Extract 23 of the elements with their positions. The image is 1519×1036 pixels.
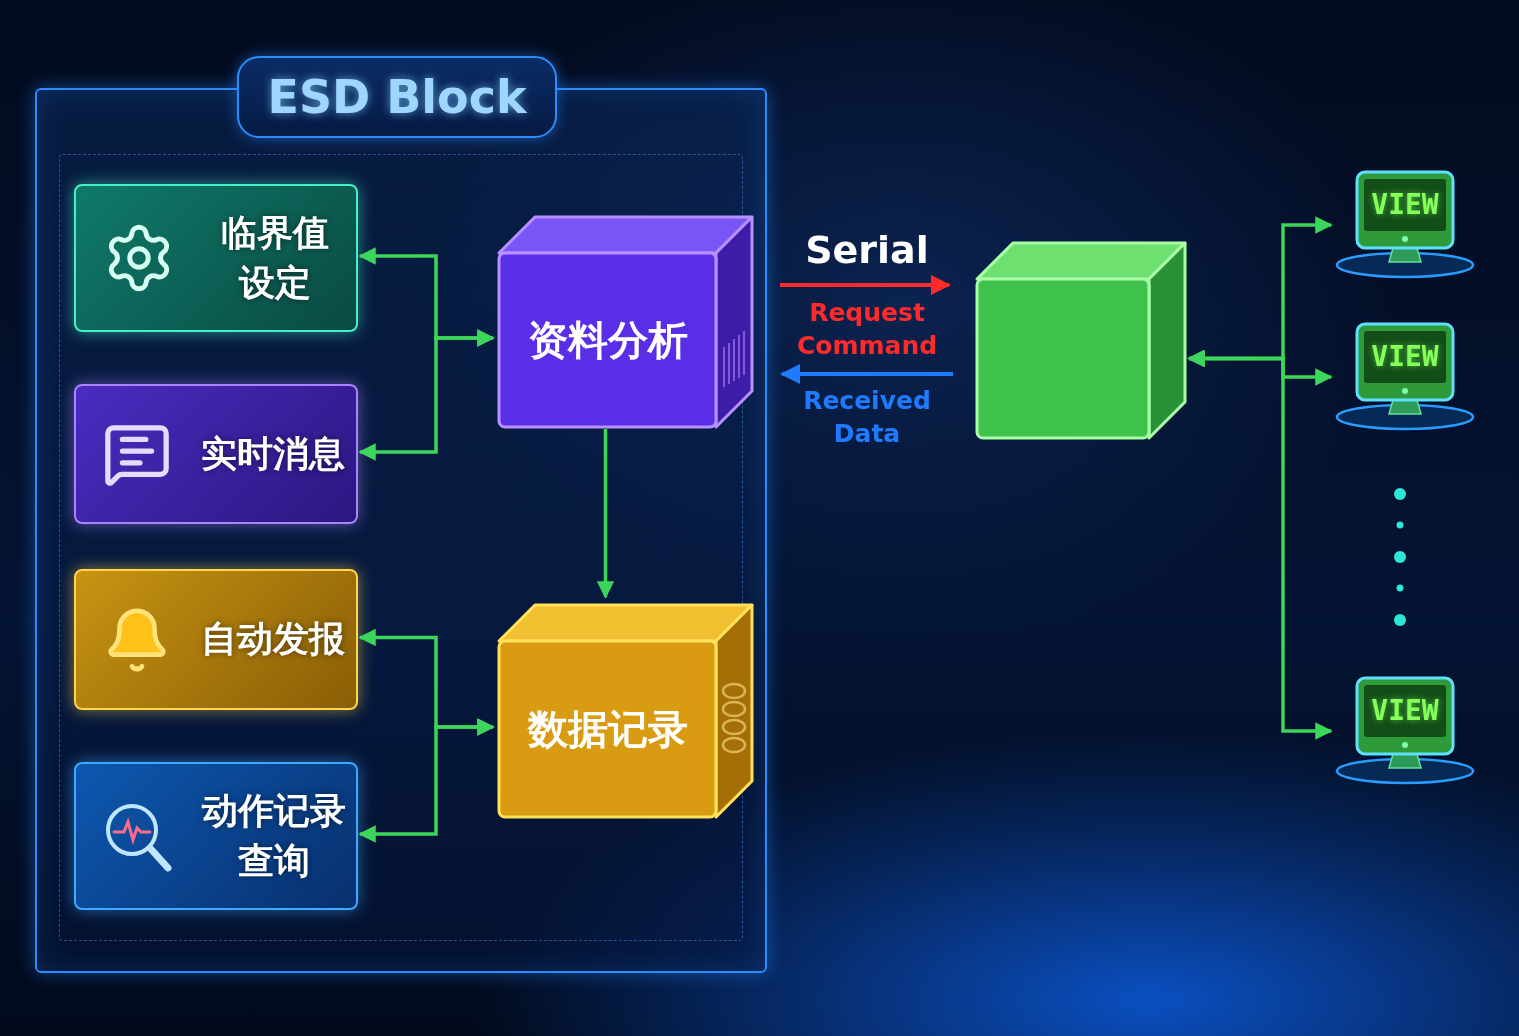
card-label: 实时消息	[200, 431, 346, 476]
edge-label: Received Data	[802, 384, 932, 449]
card-label: 临界值设定	[220, 210, 330, 305]
cube-label: 数据记录	[527, 706, 688, 752]
arrow	[1187, 349, 1333, 740]
screen-label: VIEW	[1370, 694, 1440, 727]
screen-label: VIEW	[1370, 188, 1440, 221]
card-label: 动作记录查询	[200, 788, 347, 883]
arrow	[358, 718, 495, 843]
arrow	[780, 275, 951, 295]
edge-label: Request Command	[795, 296, 939, 361]
function-card	[74, 569, 358, 710]
link-label: Serial	[805, 228, 929, 272]
arrow	[358, 329, 495, 461]
cube-label: 资料分析	[527, 317, 688, 363]
function-card	[74, 384, 358, 524]
screen-label: VIEW	[1370, 340, 1440, 373]
arrow	[596, 429, 615, 599]
function-card	[74, 762, 358, 910]
card-label: 自动发报	[200, 617, 346, 662]
function-card	[74, 184, 358, 332]
arrow	[780, 364, 953, 384]
block-title: ESD Block	[267, 70, 527, 124]
